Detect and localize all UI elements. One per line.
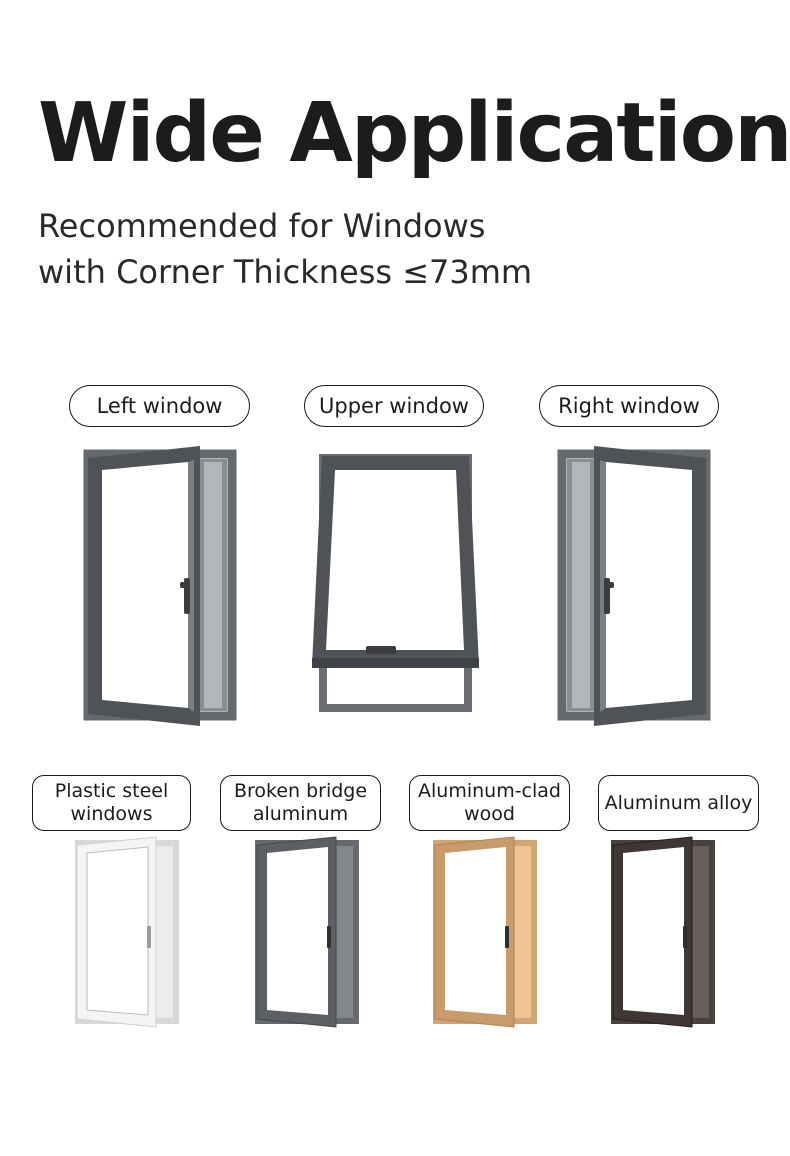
window-back-frame-depth	[336, 846, 353, 1018]
label-aluminum-alloy: Aluminum alloy	[598, 775, 759, 831]
window-glass	[445, 847, 506, 1015]
label-plastic-steel: Plastic steel windows	[32, 775, 191, 831]
aluminum-clad-window-illustration	[433, 836, 537, 1028]
label-broken-bridge-line2: aluminum	[252, 803, 349, 825]
window-handle	[147, 926, 151, 948]
page-title: Wide Application	[38, 86, 790, 181]
window-glass	[623, 847, 684, 1015]
aluminum-alloy-window-illustration	[611, 836, 715, 1028]
label-aluminum-clad: Aluminum-clad wood	[409, 775, 570, 831]
label-broken-bridge-line1: Broken bridge	[233, 780, 368, 802]
window-back-frame-depth	[156, 846, 173, 1018]
page-subtitle-line2: with Corner Thickness ≤73mm	[38, 253, 533, 291]
label-plastic-steel-line2: windows	[70, 803, 153, 825]
label-aluminum-clad-line2: wood	[464, 803, 515, 825]
window-back-frame-depth	[692, 846, 709, 1018]
window-handle	[327, 926, 331, 948]
label-aluminum-clad-line1: Aluminum-clad	[418, 780, 561, 802]
upper-window-illustration	[312, 454, 479, 712]
label-plastic-steel-line1: Plastic steel	[54, 780, 169, 802]
label-left-window-text: Left window	[96, 394, 223, 418]
plastic-steel-window-illustration	[75, 836, 179, 1028]
left-window-illustration	[83, 446, 237, 726]
right-window-illustration	[557, 446, 711, 726]
label-upper-window: Upper window	[304, 385, 484, 427]
window-glass	[267, 847, 328, 1015]
window-handle	[683, 926, 687, 948]
window-handle	[505, 926, 509, 948]
broken-bridge-window-illustration	[255, 836, 359, 1028]
window-glass	[86, 846, 149, 1016]
window-back-frame-depth	[514, 846, 531, 1018]
page-subtitle-line1: Recommended for Windows	[38, 207, 486, 245]
label-upper-window-text: Upper window	[319, 394, 469, 418]
label-aluminum-alloy-line1: Aluminum alloy	[604, 791, 753, 814]
label-right-window-text: Right window	[558, 394, 700, 418]
label-broken-bridge: Broken bridge aluminum	[220, 775, 381, 831]
label-left-window: Left window	[69, 385, 250, 427]
label-right-window: Right window	[539, 385, 719, 427]
